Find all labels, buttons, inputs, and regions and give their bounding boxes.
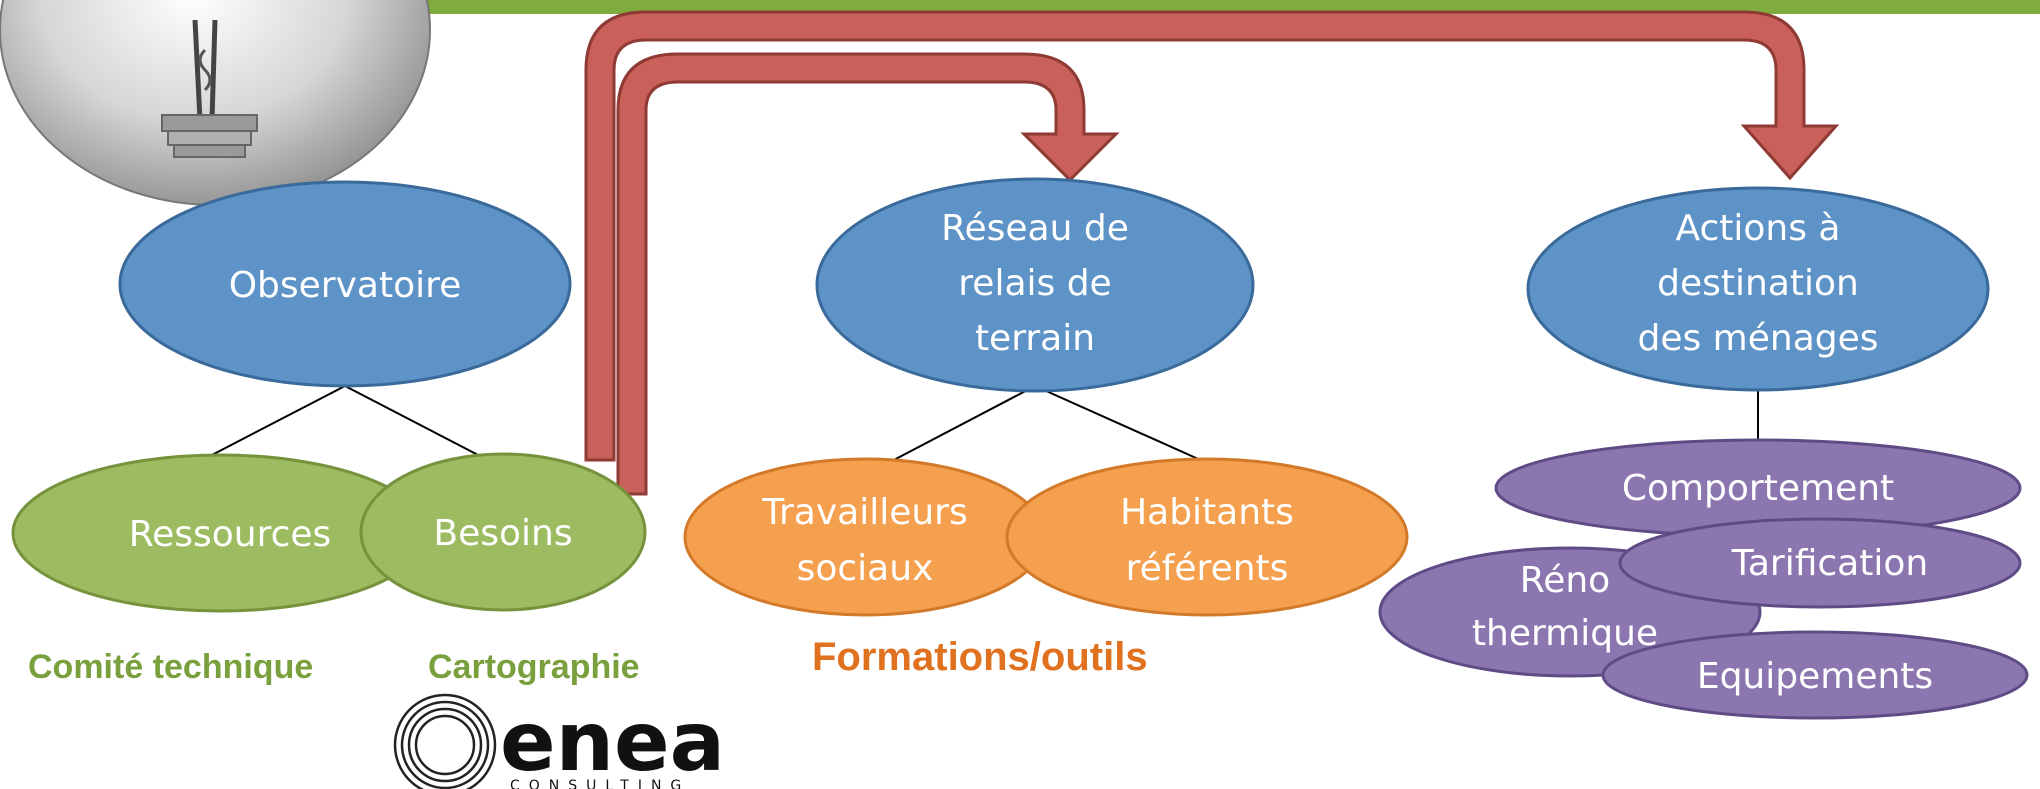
- node-travailleurs-label-line1: Travailleurs: [761, 492, 967, 533]
- tree-connectors: [209, 385, 1759, 463]
- node-observatoire: Observatoire: [118, 180, 572, 388]
- node-actions-label-line1: Actions à: [1675, 208, 1840, 249]
- arrow-to-reseau: [616, 52, 1120, 496]
- caption-formations-outils: Formations/outils: [812, 635, 1148, 679]
- node-reno-label-line2: thermique: [1472, 613, 1658, 654]
- enea-logo-wordmark: enea: [500, 695, 725, 789]
- node-travailleurs: Travailleurs sociaux: [683, 457, 1047, 617]
- node-reseau: Réseau de relais de terrain: [815, 177, 1255, 393]
- caption-comite-technique: Comité technique: [28, 648, 313, 686]
- connector-observatoire-besoins: [344, 385, 481, 457]
- node-observatoire-label: Observatoire: [229, 265, 462, 306]
- arrow-to-actions: [584, 10, 1840, 462]
- enea-logo-tagline: CONSULTING: [510, 778, 690, 789]
- node-ressources-label: Ressources: [129, 514, 332, 555]
- node-besoins: Besoins: [359, 452, 647, 612]
- node-actions: Actions à destination des ménages: [1526, 186, 1990, 392]
- connector-observatoire-ressources: [209, 385, 346, 457]
- caption-cartographie: Cartographie: [428, 648, 640, 686]
- node-habitants-label-line1: Habitants: [1120, 492, 1294, 533]
- node-comportement: Comportement: [1494, 438, 2022, 538]
- node-ressources: Ressources: [11, 453, 429, 613]
- node-tarification: Tarification: [1618, 517, 2022, 609]
- node-reno-label-line1: Réno: [1520, 560, 1610, 601]
- node-comportement-label: Comportement: [1622, 468, 1894, 509]
- node-habitants: Habitants référents: [1005, 457, 1409, 617]
- node-besoins-label: Besoins: [433, 513, 572, 554]
- node-actions-label-line2: destination: [1657, 263, 1859, 304]
- light-bulb-icon: [0, 0, 431, 206]
- node-reseau-label-line3: terrain: [975, 318, 1095, 359]
- connector-reseau-travailleurs: [889, 385, 1036, 463]
- enea-logo-circle-icon: [393, 693, 497, 789]
- node-equipements: Equipements: [1601, 630, 2029, 720]
- node-reseau-label-line1: Réseau de: [941, 208, 1129, 249]
- node-tarification-label: Tarification: [1731, 543, 1928, 584]
- connector-reseau-habitants: [1034, 385, 1206, 463]
- node-actions-label-line3: des ménages: [1637, 318, 1878, 359]
- node-travailleurs-label-line2: sociaux: [797, 548, 934, 589]
- enea-logo: enea CONSULTING: [393, 693, 725, 789]
- node-equipements-label: Equipements: [1697, 656, 1933, 697]
- node-habitants-label-line2: référents: [1126, 548, 1289, 589]
- node-reseau-label-line2: relais de: [958, 263, 1111, 304]
